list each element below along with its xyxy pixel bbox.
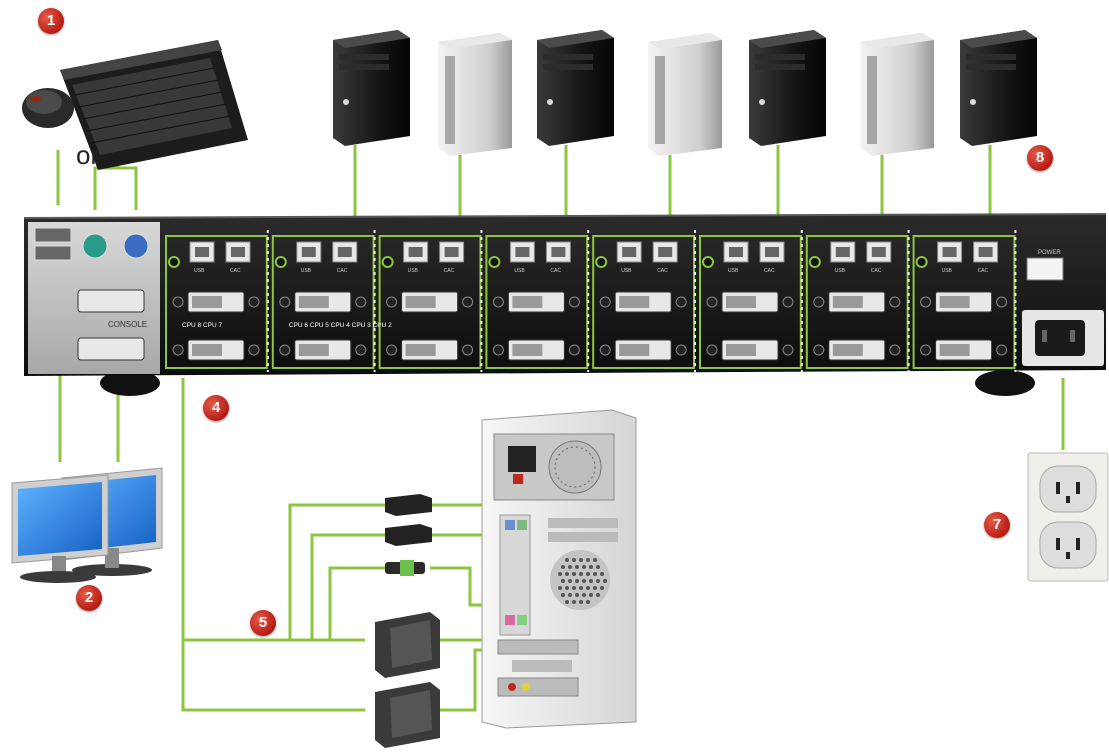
cpu-port-group: USB CAC (805, 230, 910, 372)
audio-jack-icon (385, 560, 425, 576)
cac-port-label: CAC (764, 268, 775, 274)
cac-port-label: CAC (657, 268, 668, 274)
console-label: CONSOLE (108, 320, 147, 329)
cpu-port-group: USB CAC (592, 230, 696, 372)
cac-port-label: CAC (337, 268, 348, 274)
audio-port[interactable] (702, 256, 714, 268)
audio-port[interactable] (915, 256, 928, 268)
keyboard-icon (60, 40, 248, 170)
usb-port-label: USB (514, 268, 525, 274)
callout-5: 5 (250, 610, 276, 636)
usb-port-label: USB (194, 268, 205, 274)
cac-port-label: CAC (550, 268, 561, 274)
cpu-label: CPU 8 CPU 7 (182, 322, 222, 329)
usb-connector-icon (385, 494, 432, 546)
power-outlet-icon (1027, 452, 1109, 582)
computer-2 (438, 33, 512, 156)
pc-tower-rear (481, 409, 637, 729)
computer-5 (749, 30, 826, 146)
ps2-keyboard-port[interactable] (82, 233, 108, 259)
cac-port-label: CAC (444, 268, 455, 274)
console-dvi-port-1[interactable] (77, 289, 145, 313)
computer-7 (960, 30, 1037, 146)
mouse-icon (22, 88, 74, 128)
callout-4: 4 (203, 395, 229, 421)
audio-port[interactable] (808, 256, 821, 268)
usb-port-label: USB (835, 268, 846, 274)
audio-port[interactable] (168, 256, 180, 268)
monitor-icon (11, 467, 163, 583)
cpu-port-group: USB CAC (485, 230, 590, 372)
cpu-port-group: USB CAC CPU 8 CPU 7 (165, 230, 269, 372)
usb-port-label: USB (942, 268, 953, 274)
usb-port-label: USB (728, 268, 739, 274)
power-switch[interactable] (1026, 257, 1064, 281)
computer-3 (537, 30, 614, 146)
audio-port[interactable] (488, 256, 501, 268)
audio-port[interactable] (381, 256, 394, 268)
usb-port-label: USB (621, 268, 632, 274)
cpu-label: CPU 6 CPU 5 CPU 4 CPU 3 CPU 2 (289, 322, 392, 329)
cpu-port-group: USB CAC (912, 230, 1017, 372)
callout-8: 8 (1027, 145, 1053, 171)
ps2-mouse-port[interactable] (123, 233, 149, 259)
callout-1: 1 (38, 8, 64, 34)
cac-port-label: CAC (230, 268, 241, 274)
usb-port-label: USB (301, 268, 312, 274)
callout-7: 7 (984, 512, 1010, 538)
audio-port[interactable] (595, 256, 608, 268)
computer-6 (860, 33, 934, 156)
kvm-switch-rear-panel: CONSOLE USB CAC CPU 8 CPU 7 USB CAC CPU 6 CPU… (23, 213, 1107, 396)
computer-4 (648, 33, 722, 156)
cpu-port-group: USB CAC CPU 6 CPU 5 CPU 4 CPU 3 CPU 2 (271, 230, 392, 372)
cac-port-label: CAC (871, 268, 882, 274)
console-dvi-port-2[interactable] (77, 337, 145, 361)
audio-port[interactable] (274, 256, 287, 268)
cac-port-label: CAC (978, 268, 989, 274)
usb-port-label: USB (408, 268, 419, 274)
cpu-port-group: USB CAC (378, 230, 483, 372)
computer-1 (333, 30, 410, 146)
power-label: POWER (1038, 250, 1061, 256)
dvi-connector-icon (375, 612, 440, 748)
or-label: or (76, 140, 100, 170)
cpu-port-group: USB CAC (699, 230, 803, 372)
callout-2: 2 (76, 585, 102, 611)
